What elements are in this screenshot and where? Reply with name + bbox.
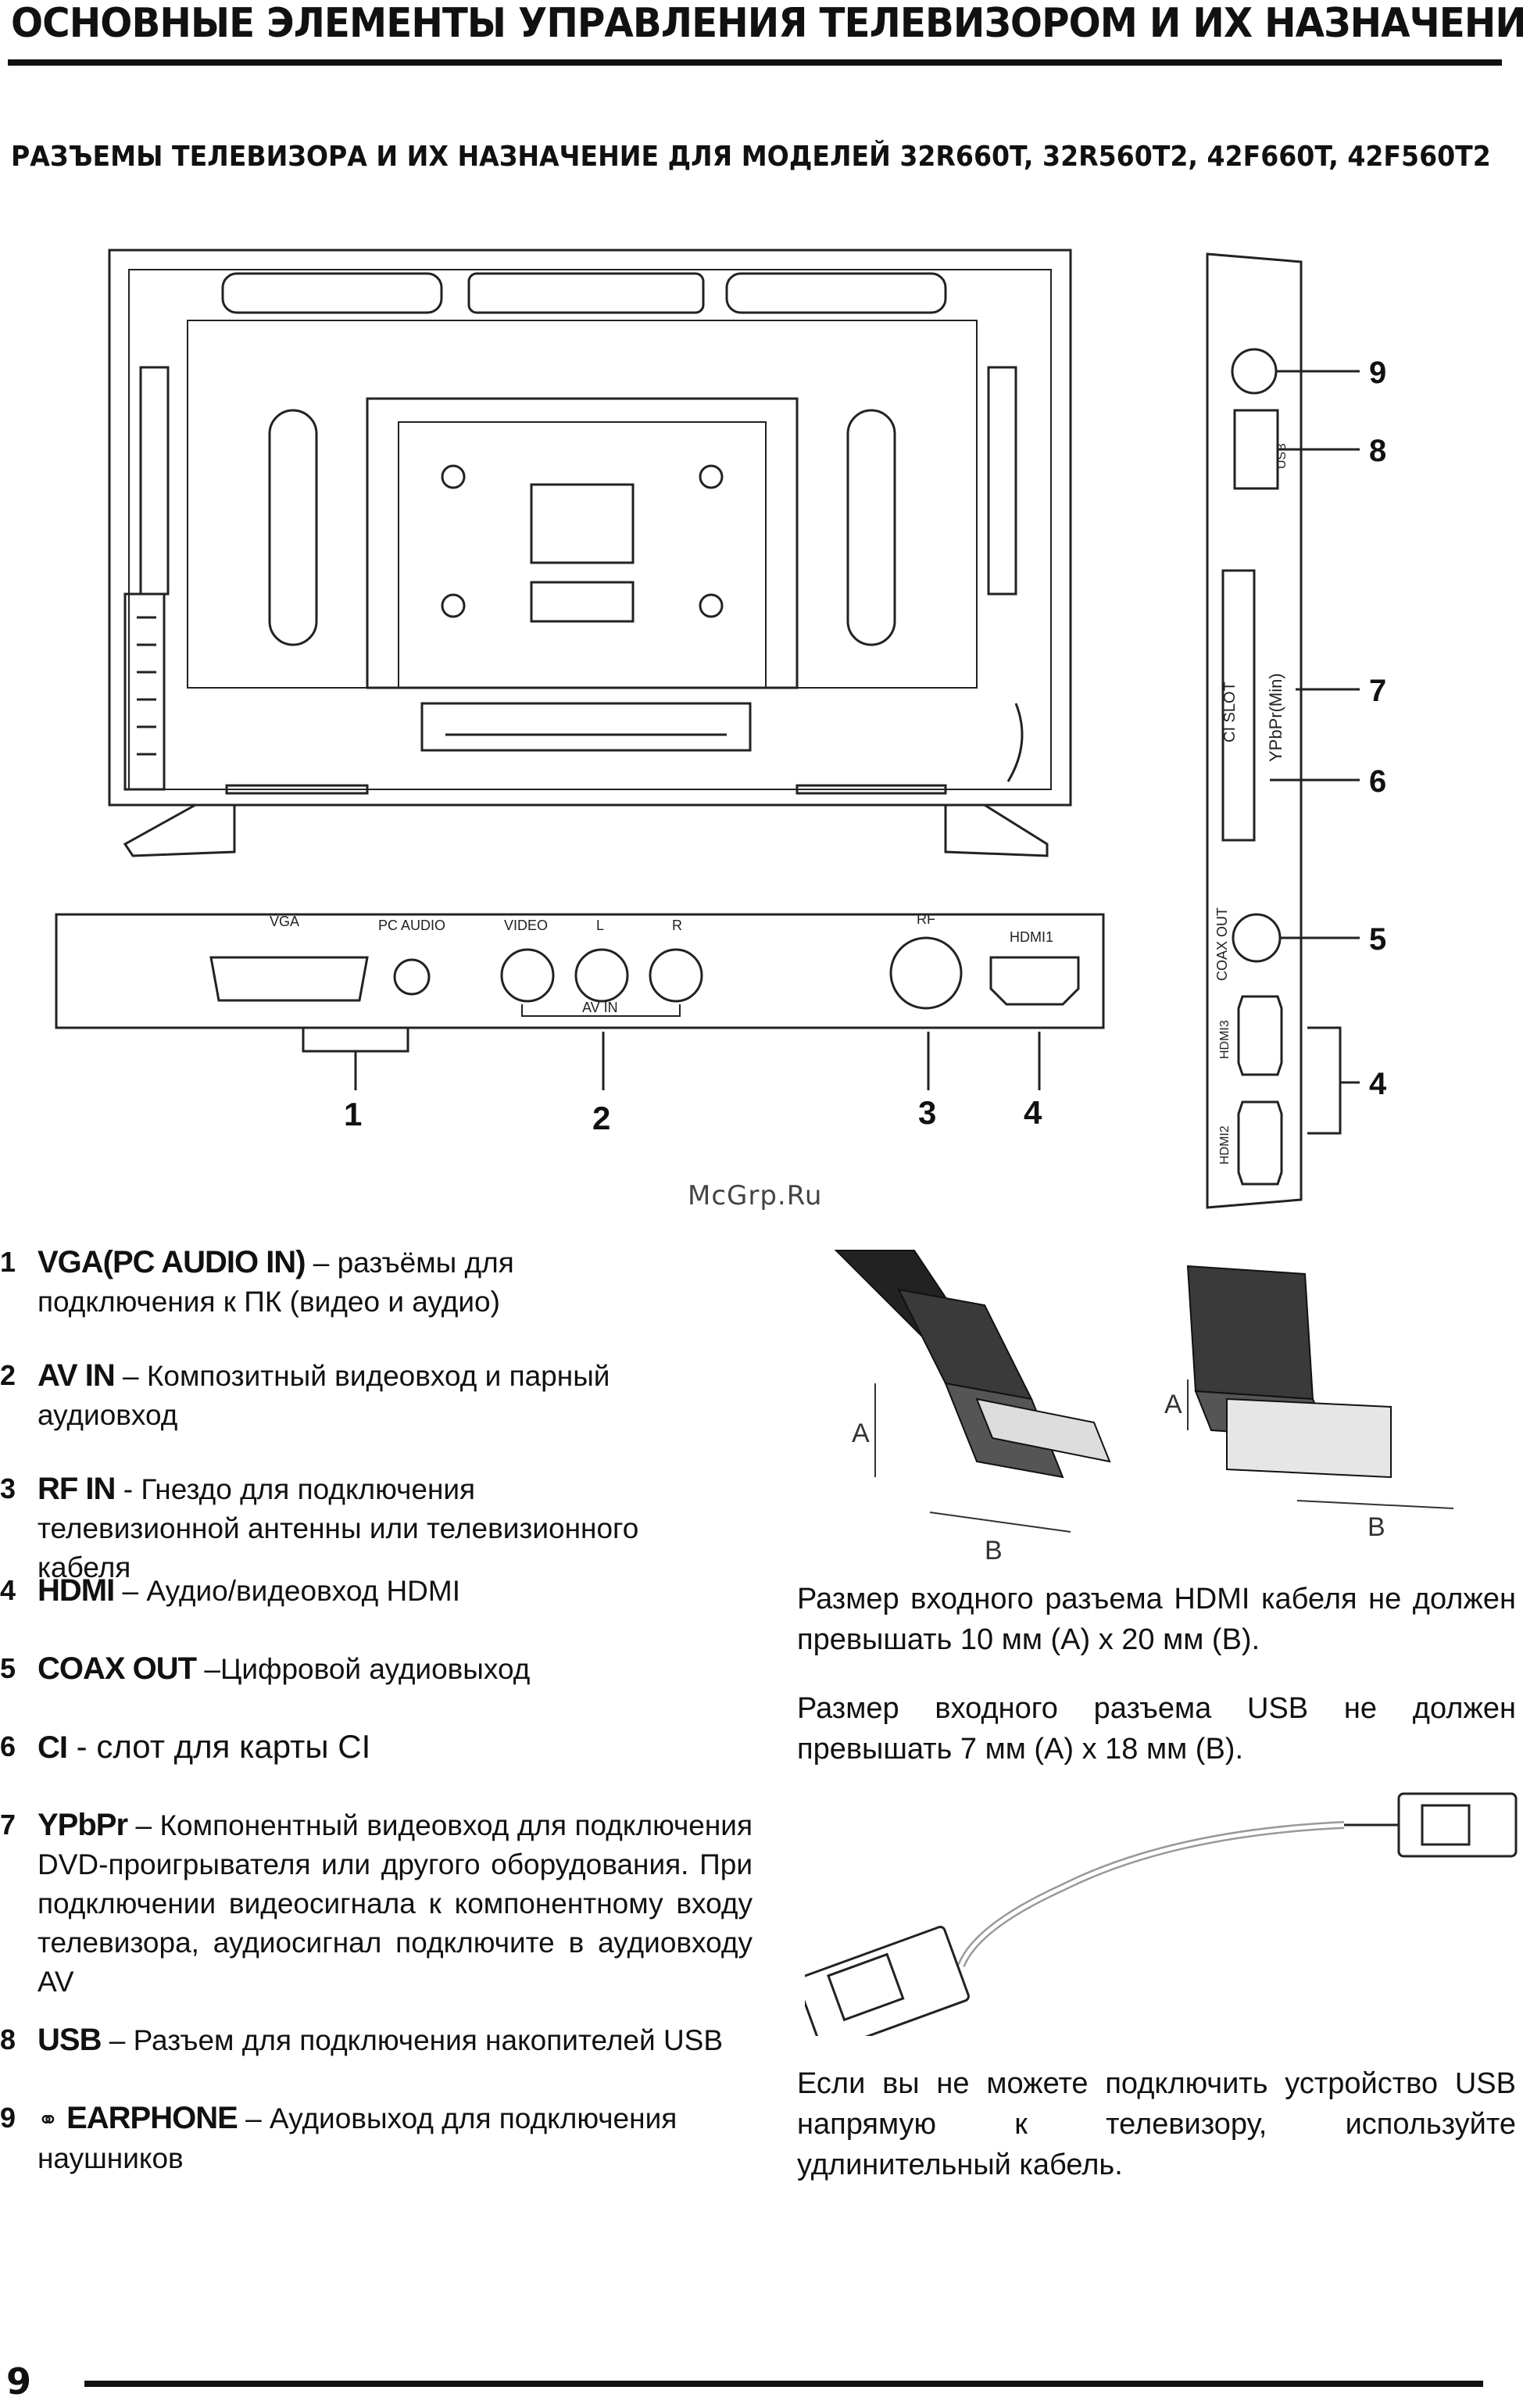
usb-port [1233, 409, 1279, 490]
callout-9: 9 [1369, 356, 1386, 390]
item-number: 4 [0, 1574, 16, 1606]
item-number: 6 [0, 1730, 16, 1762]
video-jack [500, 948, 555, 1003]
av-in-label: AV IN [582, 1000, 618, 1015]
item-description: – разъёмы для подключения к ПК (видео и … [38, 1247, 514, 1318]
callout-4: 4 [1024, 1094, 1042, 1131]
pc-audio-label: PC AUDIO [378, 918, 445, 933]
item-term: AV IN [38, 1358, 116, 1393]
item-number: 5 [0, 1652, 16, 1684]
item-description: – Аудиовыход для подключения наушников [38, 2102, 677, 2174]
audio-l-jack [574, 948, 629, 1003]
item-number: 7 [0, 1809, 16, 1841]
item-description: – Компонентный видеовход для подключения… [38, 1809, 753, 1998]
hdmi3-port [1237, 995, 1283, 1076]
item-description: - Гнездо для подключения телевизионной а… [38, 1473, 639, 1583]
callout-4-side: 4 [1369, 1067, 1387, 1101]
item-number: 1 [0, 1246, 16, 1278]
hdmi2-label: HDMI2 [1218, 1125, 1232, 1165]
item-number: 9 [0, 2102, 16, 2134]
ci-slot [1221, 569, 1256, 842]
callout-2: 2 [592, 1100, 610, 1136]
usb-extension-cable-illustration [805, 1792, 1518, 2036]
hdmi2-port [1237, 1100, 1283, 1186]
item-description: - слот для карты CI [67, 1728, 371, 1765]
item-term: VGA(PC AUDIO IN) [38, 1245, 306, 1279]
audio-l-label: L [596, 918, 604, 933]
video-label: VIDEO [504, 918, 548, 933]
callout-8: 8 [1369, 434, 1386, 468]
extension-cable-note: Если вы не можете подключить устройство … [797, 2067, 1516, 2181]
item-term: CI [38, 1730, 68, 1765]
page-title: ОСНОВНЫЕ ЭЛЕМЕНТЫ УПРАВЛЕНИЯ ТЕЛЕВИЗОРОМ… [11, 0, 1523, 47]
title-divider [8, 59, 1502, 66]
item-description: – Аудио/видеовход HDMI [114, 1575, 460, 1607]
callout-6: 6 [1369, 764, 1386, 799]
rf-label: RF [917, 911, 935, 927]
usb-label: USB [1275, 443, 1289, 469]
item-term: YPbPr [38, 1808, 128, 1842]
vga-label: VGA [270, 914, 299, 929]
side-connector-panel [1206, 252, 1360, 1209]
callout-1: 1 [344, 1096, 362, 1132]
item-number: 3 [0, 1472, 16, 1505]
item-number: 2 [0, 1359, 16, 1391]
rf-connector [889, 936, 963, 1010]
item-term: EARPHONE [66, 2101, 238, 2135]
callout-7: 7 [1369, 674, 1386, 708]
hdmi3-label: HDMI3 [1218, 1020, 1232, 1059]
connector-size-illustration: A B A B [834, 1250, 1454, 1565]
usb-dimension-b: B [1367, 1512, 1385, 1542]
watermark-text: McGrp.Ru [688, 1180, 823, 1211]
ypbpr-label: YPbPr(Min) [1266, 673, 1285, 762]
item-term: COAX OUT [38, 1651, 197, 1686]
tv-body-outline [108, 249, 1072, 807]
coax-out-label: COAX OUT [1214, 907, 1230, 981]
item-description: – Разъем для подключения накопителей USB [101, 2024, 724, 2056]
usb-dimension-a: A [1164, 1390, 1182, 1419]
callout-5: 5 [1369, 922, 1386, 957]
usb-size-note: Размер входного разъема USB не должен пр… [797, 1692, 1516, 1766]
hdmi1-port [989, 956, 1080, 1006]
page-number: 9 [6, 2360, 32, 2403]
item-term: RF IN [38, 1472, 116, 1506]
coax-out-jack [1232, 913, 1282, 963]
vga-port [209, 956, 369, 1002]
hdmi-dimension-b: B [985, 1536, 1003, 1565]
footer-divider [84, 2381, 1483, 2387]
item-description: –Цифровой аудиовыход [196, 1653, 531, 1685]
pc-audio-jack [393, 958, 431, 996]
section-subtitle: РАЗЪЕМЫ ТЕЛЕВИЗОРА И ИХ НАЗНАЧЕНИЕ ДЛЯ М… [11, 141, 1491, 173]
tv-rear-diagram: VGA PC AUDIO VIDEO L R AV IN RF HDMI1 1 … [55, 249, 1387, 1209]
audio-r-jack [649, 948, 703, 1003]
callout-3: 3 [918, 1094, 936, 1131]
item-description: – Композитный видеовход и парный аудиовх… [38, 1360, 610, 1431]
bottom-connector-panel [55, 913, 1105, 1090]
headphone-icon: ⚭ [38, 2106, 59, 2134]
item-term: USB [38, 2023, 102, 2057]
item-number: 8 [0, 2023, 16, 2056]
audio-r-label: R [672, 918, 682, 933]
ci-slot-label: CI SLOT [1221, 682, 1239, 742]
hdmi-size-note: Размер входного разъема HDMI кабеля не д… [797, 1583, 1516, 1656]
hdmi1-label: HDMI1 [1010, 929, 1053, 945]
hdmi-dimension-a: A [852, 1419, 870, 1448]
earphone-jack [1231, 348, 1278, 395]
item-term: HDMI [38, 1573, 115, 1608]
